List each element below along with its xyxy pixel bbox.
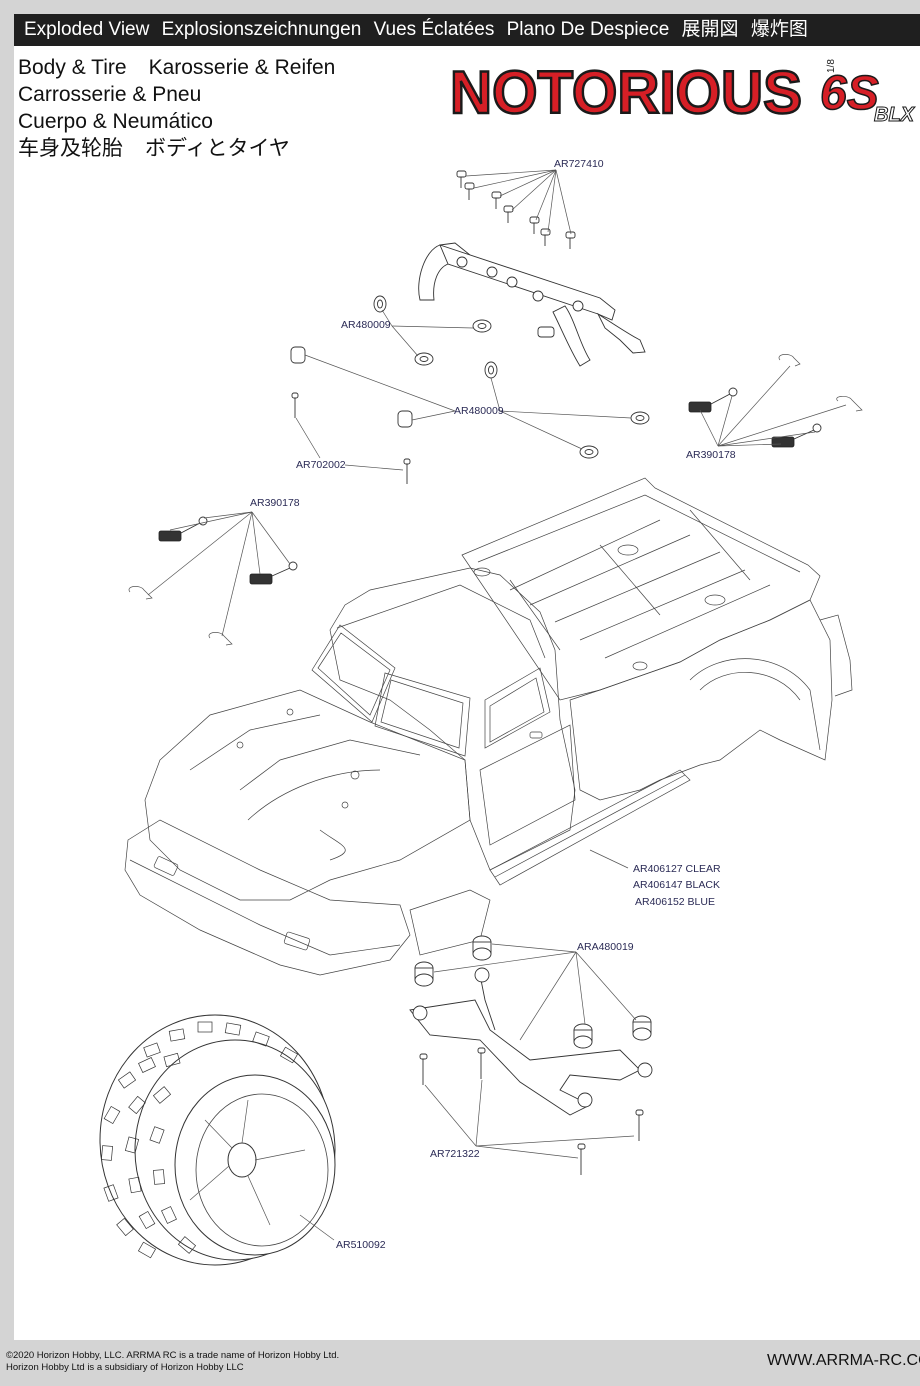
heading-es: Cuerpo & Neumático xyxy=(18,110,213,133)
body-clips-right xyxy=(688,354,863,448)
heading-line-4: 车身及轮胎ボディとタイヤ xyxy=(18,135,357,162)
title-de: Explosionszeichnungen xyxy=(161,19,362,40)
heading-en: Body & Tire xyxy=(18,56,127,79)
truck-body xyxy=(124,477,853,976)
logo-scale: 1/8 xyxy=(826,59,837,73)
pins-ar702002 xyxy=(291,392,411,484)
logo-wordmark: NOTORIOUS xyxy=(450,59,802,125)
title-ja: 展開図 xyxy=(681,19,739,40)
section-headings: Body & Tire Karosserie & Reifen Carrosser… xyxy=(18,54,357,162)
label-ar702002: AR702002 xyxy=(296,459,346,471)
heading-line-1: Body & Tire Karosserie & Reifen xyxy=(18,54,357,81)
label-ar390178-left: AR390178 xyxy=(250,497,300,509)
label-body-blue: AR406152 BLUE xyxy=(635,896,715,908)
notorious-logo: NOTORIOUS 1/8 6S BLX xyxy=(449,58,916,125)
heading-de: Karosserie & Reifen xyxy=(148,56,336,79)
copyright-line-2: Horizon Hobby Ltd is a subsidiary of Hor… xyxy=(6,1362,244,1373)
label-ar510092: AR510092 xyxy=(336,1239,386,1251)
page-footer: ©2020 Horizon Hobby, LLC. ARRMA RC is a … xyxy=(0,1340,920,1386)
light-bar xyxy=(418,242,646,367)
label-ar480009-top: AR480009 xyxy=(341,319,391,331)
logo-cells: 6S xyxy=(820,67,879,120)
label-body-black: AR406147 BLACK xyxy=(633,879,720,891)
body-clips-left xyxy=(128,516,298,646)
page-frame-top xyxy=(0,0,920,14)
title-es: Plano De Despiece xyxy=(506,19,670,40)
title-zh: 爆炸图 xyxy=(750,19,808,40)
bushings-ar480009 xyxy=(290,295,650,459)
label-ar390178-right: AR390178 xyxy=(686,449,736,461)
heading-fr: Carrosserie & Pneu xyxy=(18,83,202,106)
label-ara480019: ARA480019 xyxy=(577,941,634,953)
logo-motor: BLX xyxy=(874,104,916,125)
label-ar480009-mid: AR480009 xyxy=(454,405,504,417)
tire-and-wheel xyxy=(99,1014,336,1266)
screws-ar721322 xyxy=(419,1047,644,1175)
label-ar727410: AR727410 xyxy=(554,158,604,170)
heading-ja: ボディとタイヤ xyxy=(145,137,290,160)
copyright-line-1: ©2020 Horizon Hobby, LLC. ARRMA RC is a … xyxy=(6,1350,340,1361)
body-mount-brace xyxy=(409,935,653,1116)
label-ar721322: AR721322 xyxy=(430,1148,480,1160)
page-frame-left xyxy=(0,0,14,1386)
screw-set-ar727410 xyxy=(456,170,576,249)
title-en: Exploded View xyxy=(24,19,150,40)
exploded-diagram: AR727410 AR480009 AR480009 AR702002 AR39… xyxy=(99,158,863,1266)
label-body-clear: AR406127 CLEAR xyxy=(633,863,721,875)
copyright: ©2020 Horizon Hobby, LLC. ARRMA RC is a … xyxy=(6,1350,339,1374)
title-bar: Exploded View Explosionszeichnungen Vues… xyxy=(14,14,920,46)
heading-zh: 车身及轮胎 xyxy=(18,137,123,160)
title-fr: Vues Éclatées xyxy=(373,19,495,40)
website-link[interactable]: WWW.ARRMA-RC.COM xyxy=(767,1352,920,1369)
